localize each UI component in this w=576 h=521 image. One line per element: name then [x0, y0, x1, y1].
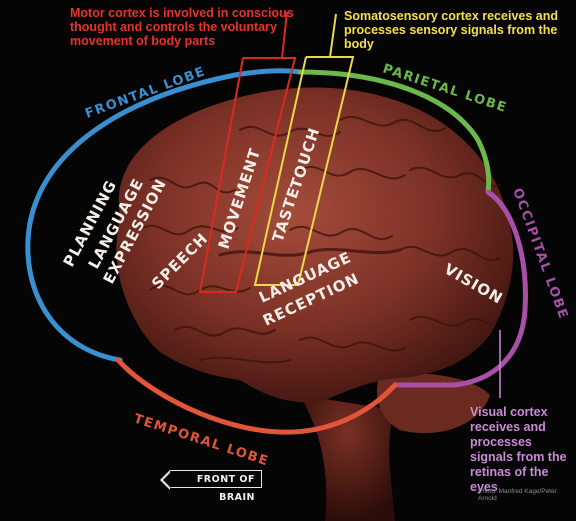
visual-cortex-note: Visual cortex receives and processes sig… — [470, 405, 567, 494]
motor-cortex-strip — [198, 11, 297, 293]
temporal-lobe-outline — [115, 357, 398, 435]
somatosensory-strip — [253, 13, 355, 286]
frontal-lobe-outline — [25, 68, 303, 363]
front-of-brain-label: FRONT OF BRAIN — [196, 474, 255, 503]
temporal-lobe-label: TEMPORAL LOBE — [132, 412, 271, 470]
cerebellum — [376, 373, 490, 434]
parietal-lobe-outline — [297, 69, 492, 195]
photo-credit: Photo: Manfred Kage/Peter Arnold — [478, 488, 557, 502]
somatosensory-cortex-note: Somatosensory cortex receives and proces… — [344, 9, 558, 51]
brain-stem — [300, 395, 395, 521]
motor-cortex-note: Motor cortex is involved in conscious th… — [70, 6, 294, 48]
occipital-lobe-label: OCCIPITAL LOBE — [509, 186, 571, 321]
cerebrum — [116, 87, 514, 403]
frontal-lobe-label: FRONTAL LOBE — [83, 64, 208, 122]
front-of-brain-arrow: FRONT OF BRAIN — [160, 469, 262, 503]
occipital-lobe-outline — [392, 189, 528, 388]
